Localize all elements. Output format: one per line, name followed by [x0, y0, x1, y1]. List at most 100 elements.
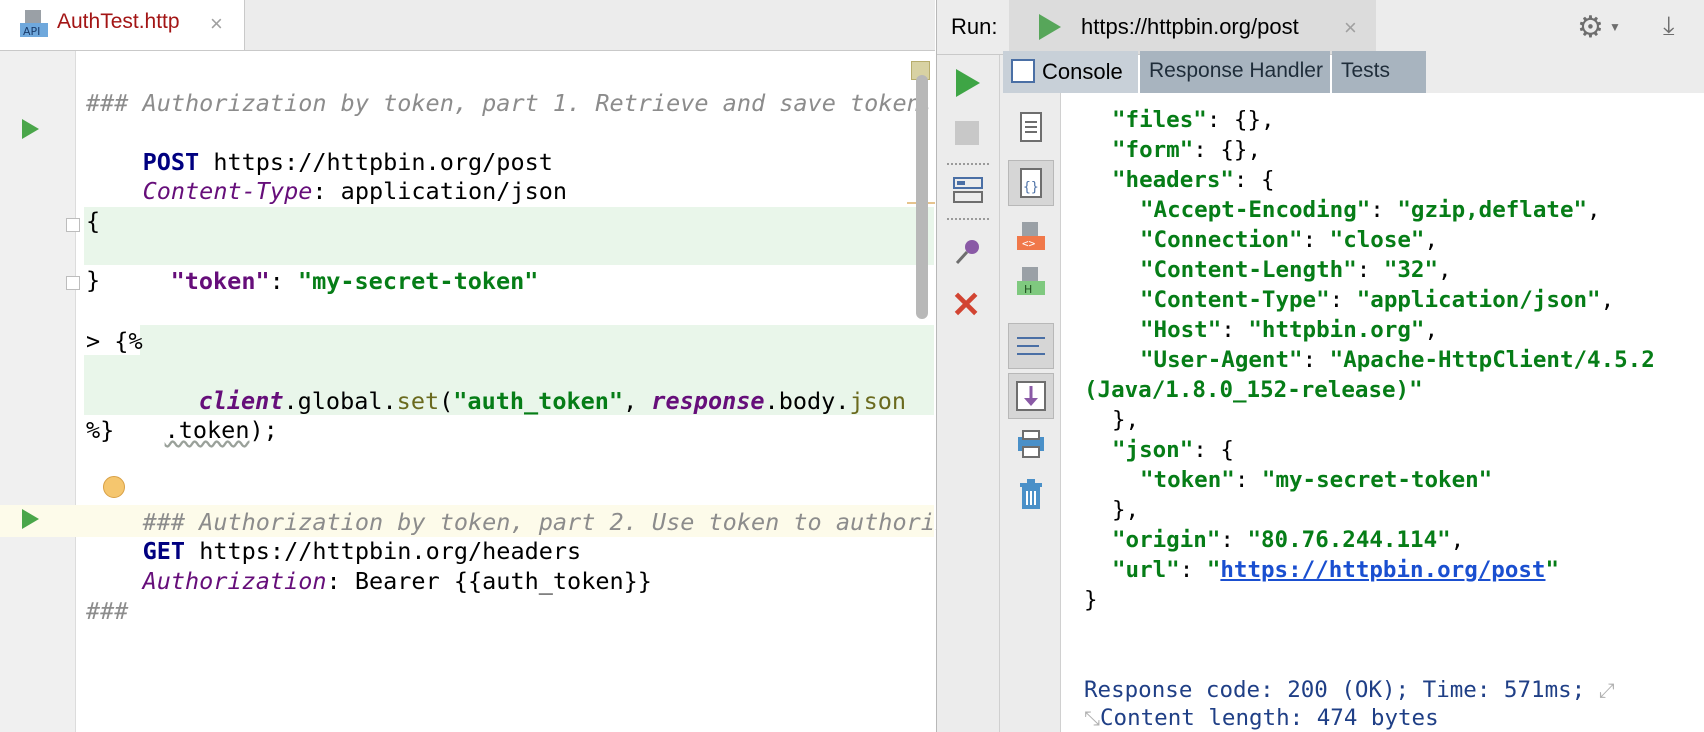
rerun-icon[interactable]	[956, 69, 980, 97]
handler-arg: "auth_token"	[453, 387, 624, 415]
handler-highlight	[140, 325, 934, 355]
close-run-tab-icon[interactable]: ×	[1344, 15, 1357, 40]
json-value: "my-secret-token"	[297, 267, 539, 295]
request-url: https://httpbin.org/post	[199, 148, 553, 176]
header-name: Authorization	[142, 567, 327, 595]
editor-tab-authtest[interactable]: API AuthTest.http ×	[0, 0, 245, 50]
editor-gutter	[0, 51, 76, 732]
json-line: "headers": {	[1112, 167, 1275, 193]
handler-global: .global.	[283, 387, 397, 415]
editor-scrollbar[interactable]	[916, 75, 928, 319]
svg-text:{}: {}	[1023, 180, 1039, 195]
editor-tab-bar: API AuthTest.http ×	[0, 0, 935, 51]
expand-icon[interactable]: ⤢	[1598, 678, 1615, 702]
handler-close: %}	[86, 416, 115, 444]
handler-set: set	[396, 387, 440, 415]
headers-format-icon[interactable]: H	[1014, 265, 1048, 299]
handler-line: .token);	[108, 385, 278, 475]
api-icon-label: API	[23, 25, 40, 38]
json-line: "Accept-Encoding": "gzip,deflate",	[1140, 197, 1601, 223]
collapse-icon[interactable]: ⤡	[1084, 706, 1100, 730]
editor-tab-title: AuthTest.http	[57, 10, 180, 33]
handler-highlight	[84, 355, 934, 415]
editor-panel: API AuthTest.http × ### Authorization by…	[0, 0, 977, 732]
json-colon: :	[269, 267, 298, 295]
chevron-down-icon[interactable]: ▼	[1609, 20, 1621, 34]
json-line: "token": "my-secret-token"	[1140, 467, 1493, 493]
soft-wrap-icon[interactable]	[1008, 323, 1054, 369]
body-brace: }	[86, 266, 101, 294]
scroll-to-end-icon[interactable]	[1008, 373, 1054, 419]
tab-console-label: Console	[1042, 59, 1123, 84]
handler-response: response	[651, 387, 765, 415]
comment-text: # Authorization by token, part 2. Use to…	[170, 508, 978, 536]
fold-icon[interactable]	[66, 276, 80, 290]
json-line: (Java/1.8.0_152-release)"	[1084, 377, 1423, 403]
run-tab-title: https://httpbin.org/post	[1081, 14, 1299, 39]
header-line: Content-Type: application/json	[86, 146, 567, 236]
json-line: "Host": "httpbin.org",	[1140, 317, 1439, 343]
body-line: "token": "my-secret-token"	[114, 236, 539, 326]
html-format-icon[interactable]: <>	[1014, 220, 1048, 254]
run-tab[interactable]: https://httpbin.org/post ×	[1009, 0, 1376, 54]
print-icon[interactable]	[1014, 427, 1048, 461]
json-line: "Content-Length": "32",	[1140, 257, 1452, 283]
json-line: "files": {},	[1112, 107, 1275, 133]
header-value: : Bearer {{auth_token}}	[326, 567, 652, 595]
handler-token: .token	[164, 416, 250, 444]
handler-json: json	[849, 387, 907, 415]
run-panel: Run: https://httpbin.org/post × ⚙ ▼ ⤓ ✕ …	[936, 0, 1704, 732]
close-tab-icon[interactable]: ×	[210, 11, 223, 36]
document-icon[interactable]	[1014, 110, 1048, 144]
close-icon[interactable]: ✕	[951, 284, 982, 325]
toolbar-divider	[947, 218, 989, 220]
stop-icon	[955, 121, 979, 145]
header-name: Content-Type	[142, 177, 313, 205]
http-method: POST	[142, 148, 200, 176]
json-line: "Content-Type": "application/json",	[1140, 287, 1615, 313]
lightbulb-icon[interactable]	[103, 476, 125, 498]
run-request-icon[interactable]	[22, 119, 39, 139]
json-line: "form": {},	[1112, 137, 1262, 163]
run-toolbar: ✕	[937, 55, 1000, 732]
handler-end: );	[249, 416, 278, 444]
tab-console[interactable]: Console	[1003, 51, 1138, 93]
json-line: "User-Agent": "Apache-HttpClient/4.5.2	[1140, 347, 1655, 373]
json-line: }	[1084, 587, 1098, 613]
pin-icon[interactable]	[951, 235, 985, 269]
tab-response-handler[interactable]: Response Handler	[1140, 51, 1330, 93]
svg-text:<>: <>	[1022, 237, 1036, 250]
json-key: "token"	[170, 267, 270, 295]
tab-strip-filler	[1426, 51, 1704, 93]
json-line: "json": {	[1112, 437, 1234, 463]
toolbar-divider	[947, 163, 989, 165]
console-output[interactable]: "files": {}, "form": {}, "headers": { "A…	[1062, 93, 1704, 732]
http-method: GET	[142, 537, 186, 565]
comment-line: ### Authorization by token, part 1. Retr…	[86, 89, 935, 117]
http-file-icon: API	[19, 9, 49, 39]
tab-tests-label: Tests	[1341, 59, 1391, 82]
content-length-line: ⤡Content length: 474 bytes	[1084, 705, 1439, 731]
header-line: Authorization: Bearer {{auth_token}}	[86, 536, 652, 626]
gear-icon[interactable]: ⚙	[1577, 11, 1604, 44]
json-format-icon[interactable]: {}	[1008, 160, 1054, 206]
response-url-link[interactable]: https://httpbin.org/post	[1220, 557, 1546, 583]
comment-line: ### Authorization by token, part 2. Use …	[86, 477, 978, 567]
console-icon	[1011, 59, 1035, 83]
trash-icon[interactable]	[1014, 477, 1048, 511]
handler-body: .body.	[764, 387, 850, 415]
hide-panel-icon[interactable]: ⤓	[1663, 10, 1675, 40]
json-line: "origin": "80.76.244.114",	[1112, 527, 1465, 553]
json-line: },	[1112, 497, 1140, 523]
run-label: Run:	[951, 14, 998, 39]
layout-icon[interactable]	[951, 173, 985, 207]
console-toolbar: {} <> H	[1000, 55, 1061, 732]
handler-line: client.global.set("auth_token", response…	[142, 356, 906, 446]
handler-open: > {%	[86, 327, 143, 355]
handler-paren: (	[439, 387, 454, 415]
tab-tests[interactable]: Tests	[1332, 51, 1426, 93]
request-line[interactable]: GET https://httpbin.org/headers	[86, 506, 582, 596]
fold-icon[interactable]	[66, 218, 80, 232]
run-request-icon[interactable]	[22, 509, 39, 529]
request-line[interactable]: POST https://httpbin.org/post	[86, 117, 553, 207]
